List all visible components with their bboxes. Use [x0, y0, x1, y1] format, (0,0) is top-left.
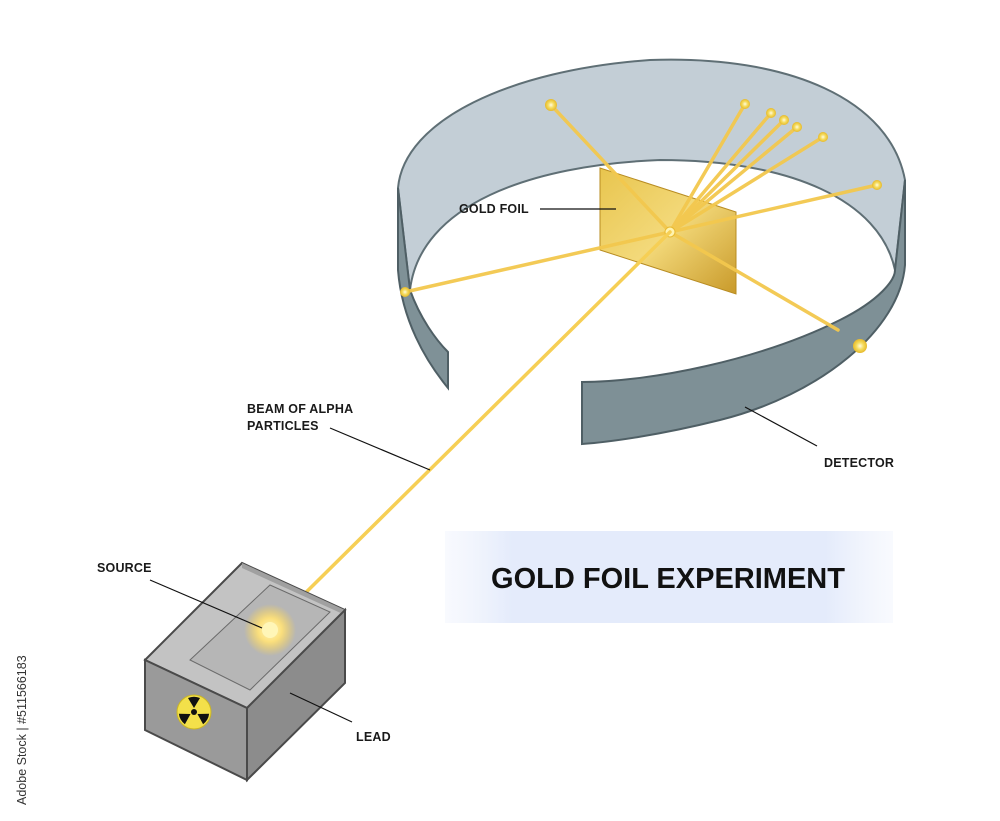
scatter-ray: [403, 230, 672, 294]
hit-dot: [400, 287, 410, 297]
scatter-ray: [668, 111, 773, 234]
hit-dot: [818, 132, 828, 142]
beam-label-line1: BEAM OF ALPHA: [247, 402, 353, 416]
detector-left-segment: [397, 187, 449, 391]
scattered-beams: [403, 102, 879, 332]
hit-dot: [853, 339, 867, 353]
watermark-text: Adobe Stock | #511566183: [15, 655, 29, 805]
title-band: [445, 531, 893, 623]
scatter-ray: [668, 125, 799, 234]
beam-leader: [329, 427, 431, 471]
scatter-ray: [668, 135, 825, 234]
hit-dot: [766, 108, 776, 118]
lead-leader: [289, 692, 353, 723]
source-core: [262, 622, 278, 638]
hit-dot: [792, 122, 802, 132]
scatter-ray: [668, 118, 786, 234]
detector-front-segment: [581, 179, 906, 446]
lead-box-side: [246, 607, 346, 783]
lead-label: LEAD: [356, 730, 391, 744]
radiation-icon: [176, 694, 212, 730]
detector-leader: [744, 406, 818, 447]
hit-dot: [545, 99, 557, 111]
scatter-ray: [668, 102, 747, 234]
hit-dot: [872, 180, 882, 190]
alpha-beam: [268, 230, 672, 630]
scatter-ray: [668, 230, 840, 332]
detector-label: DETECTOR: [824, 456, 894, 470]
gold-foil-label: GOLD FOIL: [459, 202, 529, 216]
diagram-title: GOLD FOIL EXPERIMENT: [491, 563, 845, 595]
scatter-ray: [549, 103, 672, 234]
scatter-ray: [668, 183, 879, 234]
beam-label-line2: PARTICLES: [247, 419, 319, 433]
source-label: SOURCE: [97, 561, 152, 575]
hit-dot: [779, 115, 789, 125]
source-leader: [149, 579, 263, 629]
detector-ring: [396, 58, 907, 446]
lead-box: [143, 561, 347, 783]
lead-box-back-wall: [242, 563, 345, 615]
hit-dot: [740, 99, 750, 109]
